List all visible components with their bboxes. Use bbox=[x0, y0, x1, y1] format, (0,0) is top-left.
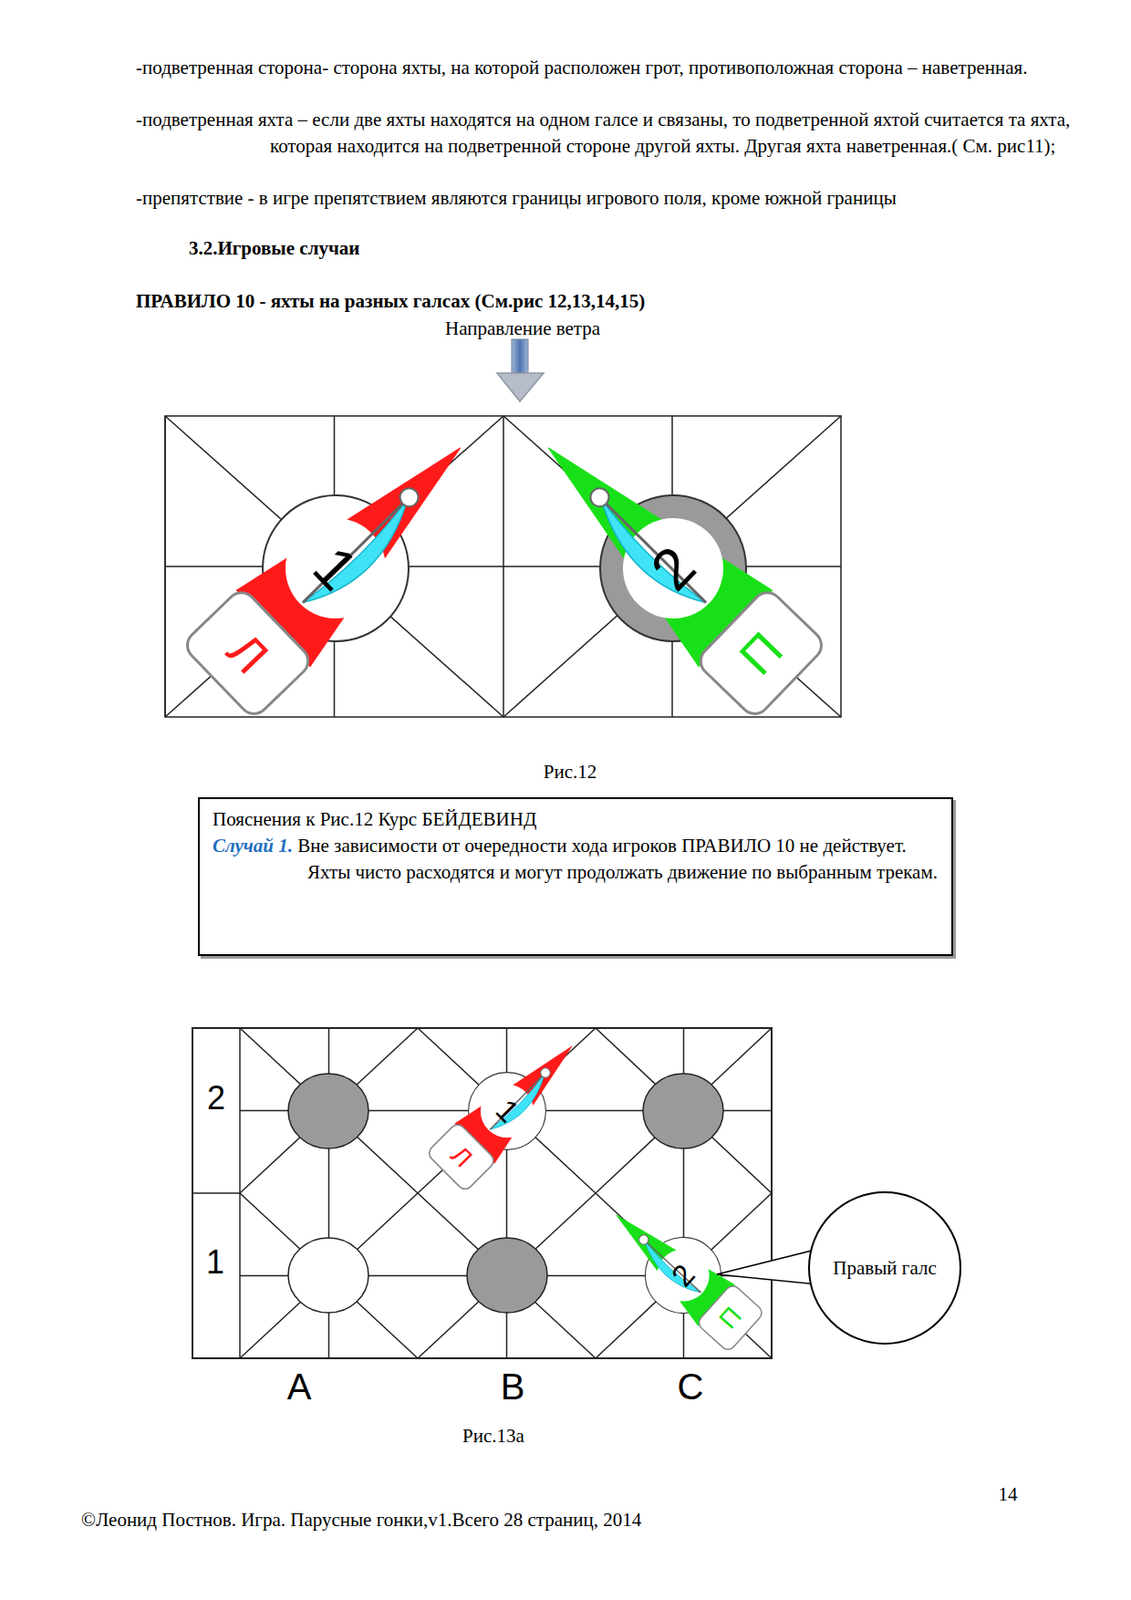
board-grid bbox=[192, 1027, 772, 1359]
board-spots bbox=[288, 1073, 724, 1313]
definition-text: -подветренная сторона- сторона яхты, на … bbox=[135, 54, 1094, 82]
drawing-part bbox=[511, 339, 529, 374]
drawing-part bbox=[489, 1073, 554, 1138]
drawing-part bbox=[601, 497, 745, 640]
drawing-part bbox=[192, 1027, 772, 1359]
box-text: Яхты чисто расходятся и могут продолжать… bbox=[212, 859, 939, 886]
rule-heading: ПРАВИЛО 10 - яхты на разных галсах (См.р… bbox=[135, 288, 645, 315]
drawing-part bbox=[239, 1027, 418, 1194]
section-heading: 3.2.Игровые случаи bbox=[188, 235, 360, 262]
drawing-part bbox=[295, 484, 432, 618]
column-label: C bbox=[677, 1366, 705, 1407]
drawing-part bbox=[301, 498, 425, 618]
drawing-part bbox=[695, 1283, 765, 1353]
row-label: 2 bbox=[207, 1079, 226, 1117]
drawing-part bbox=[586, 484, 613, 510]
drawing-part bbox=[264, 497, 407, 640]
drawing-part bbox=[239, 1193, 418, 1359]
row-label: 1 bbox=[206, 1244, 225, 1281]
drawing-part bbox=[239, 1193, 418, 1359]
spacer bbox=[292, 834, 298, 857]
definition-text: -подветренная яхта – если две яхты наход… bbox=[135, 106, 1103, 160]
footer-text: ©Леонид Постнов. Игра. Парусные гонки,v1… bbox=[81, 1506, 642, 1534]
drawing-part bbox=[599, 498, 707, 603]
drawing-part bbox=[595, 1027, 772, 1194]
drawing-part bbox=[395, 484, 422, 510]
drawing-part bbox=[585, 498, 708, 618]
drawing-part bbox=[486, 1066, 558, 1138]
drawing-part bbox=[181, 586, 314, 720]
drawing-part bbox=[595, 1027, 772, 1194]
drawing-part bbox=[489, 1073, 546, 1130]
definition-text: -препятствие - в игре препятствием являю… bbox=[135, 185, 1112, 212]
drawing-part bbox=[417, 1027, 596, 1194]
yacht-figure bbox=[498, 394, 842, 735]
drawing-part bbox=[497, 373, 544, 402]
column-label: B bbox=[500, 1366, 526, 1407]
explanation-box: Пояснения к Рис.12 Курс БЕЙДЕВИНДСлучай … bbox=[197, 797, 954, 956]
drawing-part bbox=[288, 1237, 369, 1313]
drawing-part bbox=[425, 1121, 497, 1193]
drawing-part bbox=[469, 1073, 545, 1149]
callout-text: Правый галс bbox=[832, 1255, 936, 1282]
drawing-part bbox=[502, 415, 505, 717]
drawing-part bbox=[288, 1073, 369, 1149]
drawing-part bbox=[417, 1193, 596, 1359]
drawing-part bbox=[417, 1193, 596, 1359]
drawing-part bbox=[239, 1027, 418, 1194]
figure-caption: Рис.13а bbox=[462, 1422, 525, 1450]
yacht-figure bbox=[418, 1018, 601, 1201]
drawing-part bbox=[636, 1240, 702, 1301]
drawing-part bbox=[538, 1066, 552, 1080]
figure-caption: Рис.12 bbox=[543, 758, 598, 786]
drawing-part bbox=[301, 498, 410, 603]
box-text: Вне зависимости от очередности хода игро… bbox=[297, 834, 906, 857]
yacht-figure bbox=[166, 394, 511, 735]
callout-pointer bbox=[716, 1249, 818, 1285]
drawing-part bbox=[577, 484, 714, 618]
drawing-part bbox=[164, 415, 167, 717]
wind-arrow bbox=[497, 339, 544, 402]
drawing-part bbox=[636, 1233, 651, 1247]
case-label: Случай 1. bbox=[212, 834, 293, 857]
box-heading: Пояснения к Рис.12 Курс БЕЙДЕВИНД bbox=[212, 806, 939, 833]
callout-bubble: Правый галс bbox=[808, 1191, 962, 1345]
box-paragraph: Случай 1. Вне зависимости от очередности… bbox=[212, 832, 939, 860]
drawing-part bbox=[695, 586, 828, 720]
drawing-part bbox=[417, 1027, 596, 1194]
wind-label: Направление ветра bbox=[445, 315, 601, 343]
drawing-part bbox=[643, 1240, 702, 1293]
drawing-part bbox=[192, 1192, 240, 1194]
drawing-part bbox=[466, 1237, 548, 1313]
column-label: A bbox=[287, 1366, 312, 1407]
page-number: 14 bbox=[998, 1481, 1018, 1508]
drawing-part bbox=[646, 1238, 721, 1313]
drawing-part bbox=[632, 1233, 705, 1301]
drawing-part bbox=[643, 1073, 724, 1149]
